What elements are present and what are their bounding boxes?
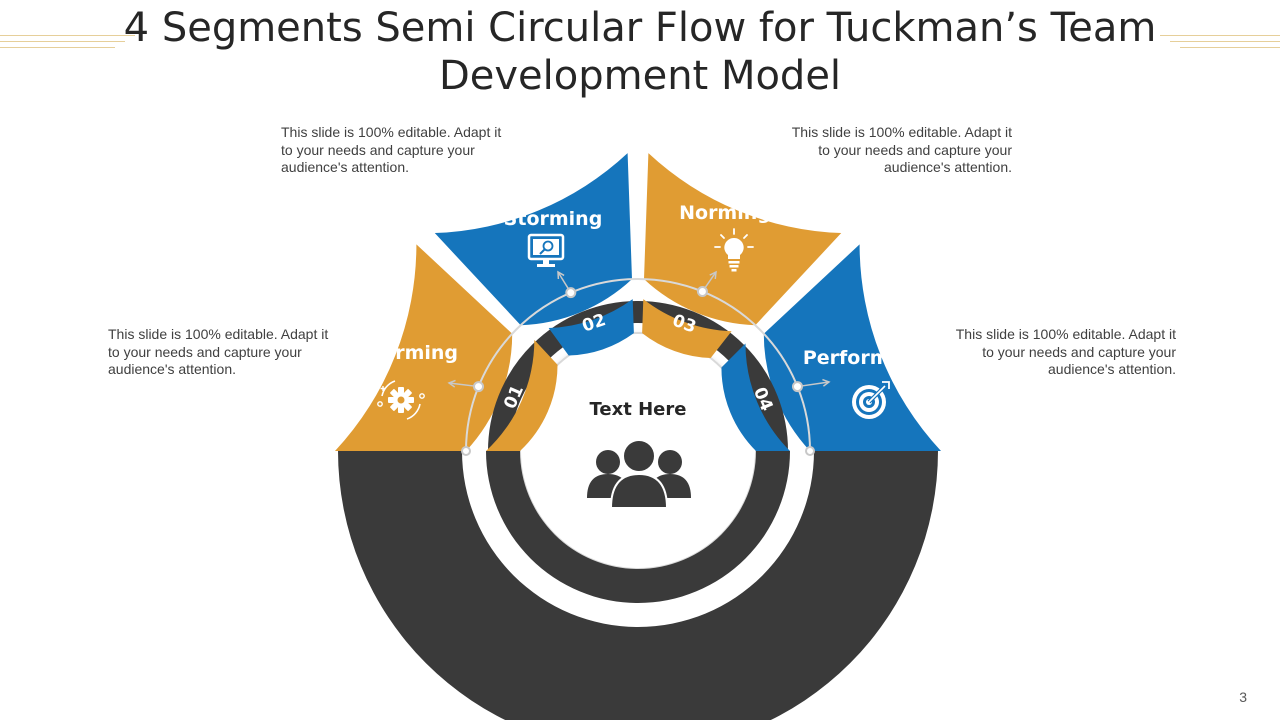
header-decor-line-left-3 [0, 47, 115, 48]
number-segment-03 [642, 299, 732, 359]
description-top-left: This slide is 100% editable. Adapt it to… [281, 124, 502, 175]
connector-dot [696, 286, 708, 298]
connector-dot [473, 381, 485, 393]
team-icon [587, 439, 691, 509]
segment-norming[interactable] [644, 153, 842, 326]
arrow-head-icon [822, 378, 831, 387]
header-decor-line-right-3 [1180, 47, 1280, 48]
target-icon [852, 381, 890, 419]
header-decor-line-right-2 [1170, 41, 1280, 42]
stage-label-forming: Forming [370, 342, 458, 364]
description-middle-left: This slide is 100% editable. Adapt it to… [108, 326, 329, 377]
connector-dot [565, 287, 577, 299]
arrow-head-icon [709, 270, 717, 280]
stage-label-storming: Storming [504, 208, 603, 230]
page-number: 3 [1239, 689, 1247, 705]
segment-forming[interactable] [335, 244, 513, 451]
connector-arc [465, 278, 811, 452]
connector-end-dot [805, 446, 815, 456]
header-decor-line-left-1 [0, 35, 135, 36]
slide-title-line2: Development Model [438, 53, 842, 99]
stage-label-norming: Norming [679, 202, 771, 224]
header-decor-line-left-2 [0, 41, 125, 42]
slide-title-line1: 4 Segments Semi Circular Flow for Tuckma… [123, 5, 1157, 51]
lightbulb-icon [714, 228, 754, 272]
connector-dot [791, 381, 803, 393]
stage-label-performing: Performing [803, 347, 923, 369]
description-top-right: This slide is 100% editable. Adapt it to… [791, 124, 1012, 175]
number-segment-04 [721, 343, 790, 451]
arrow-head-icon [557, 270, 565, 280]
monitor-search-icon [527, 233, 565, 267]
gear-icon [377, 380, 425, 420]
center-text: Text Here [590, 399, 687, 420]
slide-title: 4 Segments Semi Circular Flow for Tuckma… [0, 4, 1280, 100]
arrow-head-icon [447, 379, 456, 388]
number-segment-02 [548, 299, 634, 356]
number-segment-01 [486, 339, 558, 451]
inner-ring-background [486, 451, 790, 603]
description-middle-right: This slide is 100% editable. Adapt it to… [955, 326, 1176, 377]
outer-ring-background [338, 451, 938, 720]
header-decor-line-right-1 [1160, 35, 1280, 36]
connector-end-dot [461, 446, 471, 456]
segment-performing[interactable] [763, 244, 941, 451]
